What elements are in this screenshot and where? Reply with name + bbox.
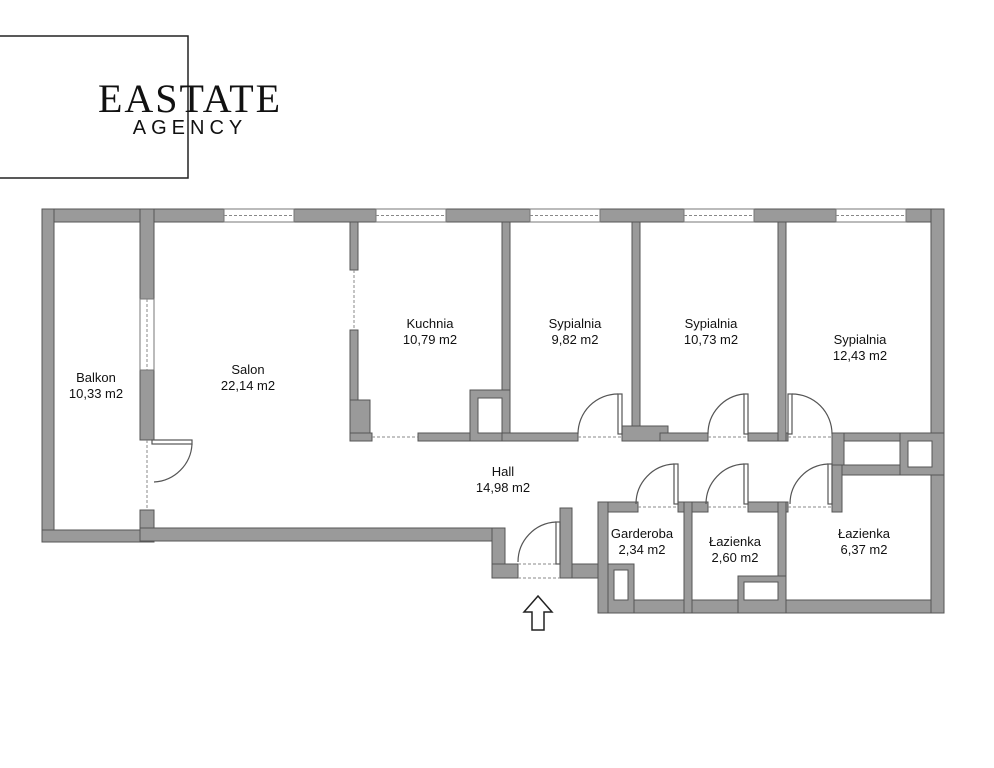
door-lazienka1 bbox=[705, 463, 749, 505]
room-area-hall: 14,98 m2 bbox=[476, 480, 530, 495]
doors bbox=[146, 393, 833, 565]
door-sypialnia3 bbox=[787, 393, 833, 435]
door-sypialnia1 bbox=[577, 393, 623, 435]
logo: EASTATE AGENCY bbox=[0, 35, 282, 179]
windows bbox=[139, 208, 907, 371]
room-area-kuchnia: 10,79 m2 bbox=[403, 332, 457, 347]
logo-frame bbox=[0, 35, 189, 179]
door-garderoba bbox=[635, 463, 679, 505]
room-name-sypialnia2: Sypialnia bbox=[685, 316, 739, 331]
room-name-garderoba: Garderoba bbox=[611, 526, 674, 541]
walls bbox=[41, 208, 945, 614]
room-area-garderoba: 2,34 m2 bbox=[619, 542, 666, 557]
room-name-salon: Salon bbox=[231, 362, 264, 377]
room-area-lazienka2: 6,37 m2 bbox=[841, 542, 888, 557]
room-area-sypialnia3: 12,43 m2 bbox=[833, 348, 887, 363]
room-name-kuchnia: Kuchnia bbox=[407, 316, 455, 331]
room-area-sypialnia2: 10,73 m2 bbox=[684, 332, 738, 347]
logo-main-text: EASTATE bbox=[98, 76, 282, 121]
room-name-hall: Hall bbox=[492, 464, 515, 479]
door-balkon bbox=[146, 439, 193, 510]
logo-sub-text: AGENCY bbox=[133, 117, 247, 139]
room-name-lazienka2: Łazienka bbox=[838, 526, 891, 541]
entrance-arrow-icon bbox=[522, 594, 554, 631]
room-area-salon: 22,14 m2 bbox=[221, 378, 275, 393]
room-area-lazienka1: 2,60 m2 bbox=[712, 550, 759, 565]
door-entrance bbox=[517, 521, 561, 565]
room-name-sypialnia3: Sypialnia bbox=[834, 332, 888, 347]
room-name-balkon: Balkon bbox=[76, 370, 116, 385]
room-name-lazienka1: Łazienka bbox=[709, 534, 762, 549]
door-lazienka2 bbox=[789, 463, 833, 505]
room-area-balkon: 10,33 m2 bbox=[69, 386, 123, 401]
room-area-sypialnia1: 9,82 m2 bbox=[552, 332, 599, 347]
door-sypialnia2 bbox=[707, 393, 749, 435]
room-name-sypialnia1: Sypialnia bbox=[549, 316, 603, 331]
room-labels: Balkon 10,33 m2 Salon 22,14 m2 Kuchnia 1… bbox=[69, 316, 891, 565]
